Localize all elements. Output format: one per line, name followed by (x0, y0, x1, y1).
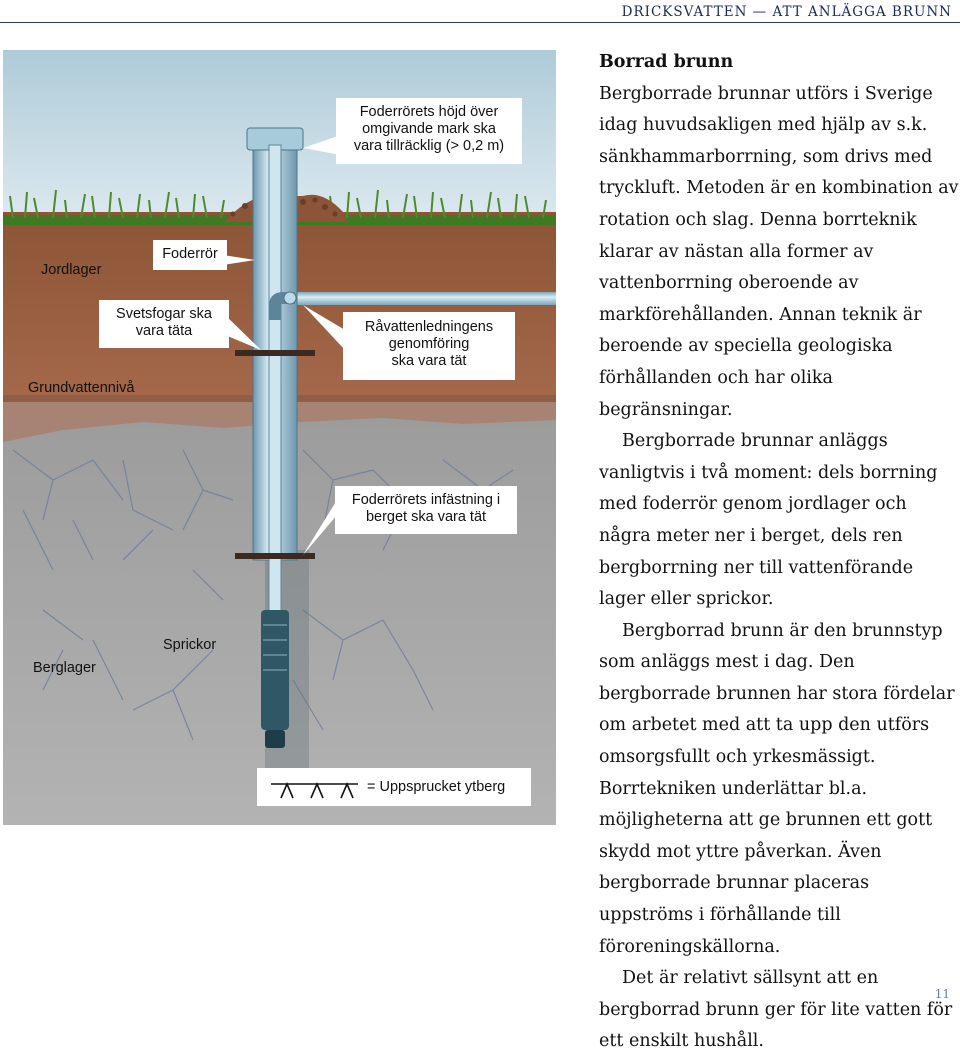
article-column: Borrad brunn Bergborrade brunnar utförs … (599, 47, 959, 1058)
well-diagram: Jordlager Grundvattennivå Sprickor Bergl… (3, 50, 556, 825)
article-paragraph: Bergborrade brunnar utförs i Sverige ida… (599, 83, 959, 420)
legend-box (257, 768, 531, 806)
header-title: DRICKSVATTEN — ATT ANLÄGGA BRUNN (621, 4, 952, 20)
page-number: 11 (934, 987, 950, 1001)
fracture-legend-icon (271, 781, 358, 799)
label-jordlager: Jordlager (41, 262, 102, 278)
label-svetsfogar: Svetsfogar ska vara täta (99, 300, 229, 348)
pointer-ravatten (303, 305, 345, 350)
label-grundvattenniva: Grundvattennivå (28, 380, 135, 396)
article-paragraph: Bergborrade brunnar anläggs vanligtvis i… (599, 431, 938, 610)
article-paragraph: Bergborrad brunn är den brunnstyp som an… (599, 620, 955, 957)
raw-water-line (293, 292, 556, 305)
legend-text: = Uppsprucket ytberg (367, 779, 506, 795)
riser-pipe (268, 144, 282, 656)
well-illustration (3, 50, 556, 825)
callout-raw-water-line: Råvattenledningens genomföring ska vara … (343, 312, 515, 380)
header-rule (0, 22, 960, 23)
pointer-infastning (303, 500, 337, 555)
callout-casing-anchoring: Foderrörets infästning i berget ska vara… (335, 486, 517, 534)
pump-tip (265, 730, 285, 748)
pointer-hojd (303, 135, 341, 155)
pipe-elbow (269, 292, 295, 320)
pointer-svetsfogar (225, 315, 261, 350)
running-header: DRICKSVATTEN — ATT ANLÄGGA BRUNN (0, 0, 960, 24)
weld-flange-upper (235, 350, 315, 356)
pointer-foderror (223, 255, 255, 265)
pipe-fitting (283, 291, 297, 305)
label-foderror: Foderrör (153, 240, 227, 270)
weld-flange-lower (235, 553, 315, 559)
label-sprickor: Sprickor (163, 637, 217, 653)
article-paragraph: Det är relativt sällsynt att en bergborr… (599, 968, 953, 1052)
callout-casing-height: Foderrörets höjd över omgivande mark ska… (336, 98, 522, 164)
label-berglager: Berglager (33, 660, 96, 676)
article-heading: Borrad brunn (599, 52, 734, 72)
